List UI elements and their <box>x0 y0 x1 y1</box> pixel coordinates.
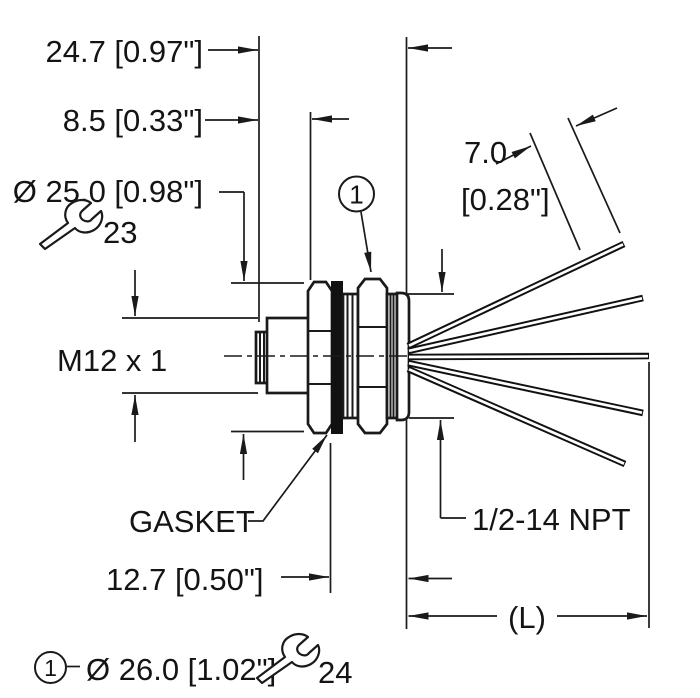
dim-body-length-label: 24.7 [0.97"] <box>45 34 203 69</box>
arrow-wire-dia-right <box>575 107 618 127</box>
dimension-arrows <box>131 44 647 620</box>
balloon-circle <box>338 175 375 213</box>
ext-line-wire-dia-right <box>567 117 621 234</box>
gasket-label: GASKET <box>129 504 255 539</box>
footnote-balloon-number: 1 <box>44 655 57 681</box>
conduit-thread-label: 1/2-14 NPT <box>472 502 631 537</box>
connector-body <box>254 277 411 435</box>
wire-leads <box>406 241 650 468</box>
thread-spec-label: M12 x 1 <box>57 343 167 378</box>
wire-diameter-mm-label: 7.0 <box>464 135 507 170</box>
balloon-1-callout: 1 <box>338 175 375 213</box>
leader-gasket <box>248 434 328 522</box>
wire-lead-4 <box>407 359 644 417</box>
wire-diameter-inch-label: [0.28"] <box>461 182 550 217</box>
balloon-number: 1 <box>349 180 363 210</box>
ext-line-wire-dia-left <box>529 132 581 251</box>
dim-flange-diameter-label: Ø 25.0 [0.98"] <box>13 174 203 209</box>
extension-lines <box>122 36 650 629</box>
dim-panel-depth-label: 12.7 [0.50"] <box>106 562 264 597</box>
footnote-balloon-circle <box>34 651 67 684</box>
wire-lead-1 <box>406 241 626 349</box>
wrench-front-size-label: 23 <box>103 215 137 250</box>
gasket-seal <box>331 281 343 434</box>
arrow-wire-dia-left <box>495 145 532 165</box>
dim-thread-length-label: 8.5 [0.33"] <box>63 103 203 138</box>
footnote-row: 1 Ø 26.0 [1.02"] 24 <box>34 632 352 690</box>
leader-balloon-1 <box>360 211 372 273</box>
hex-nut-front <box>306 280 334 435</box>
wrench-back-size-label: 24 <box>318 655 352 690</box>
wire-lead-3 <box>407 352 650 361</box>
footnote-diameter-label: Ø 26.0 [1.02"] <box>86 652 276 687</box>
wire-lead-2 <box>407 294 644 355</box>
wire-lead-5 <box>406 365 627 468</box>
cable-length-label: (L) <box>508 600 546 635</box>
